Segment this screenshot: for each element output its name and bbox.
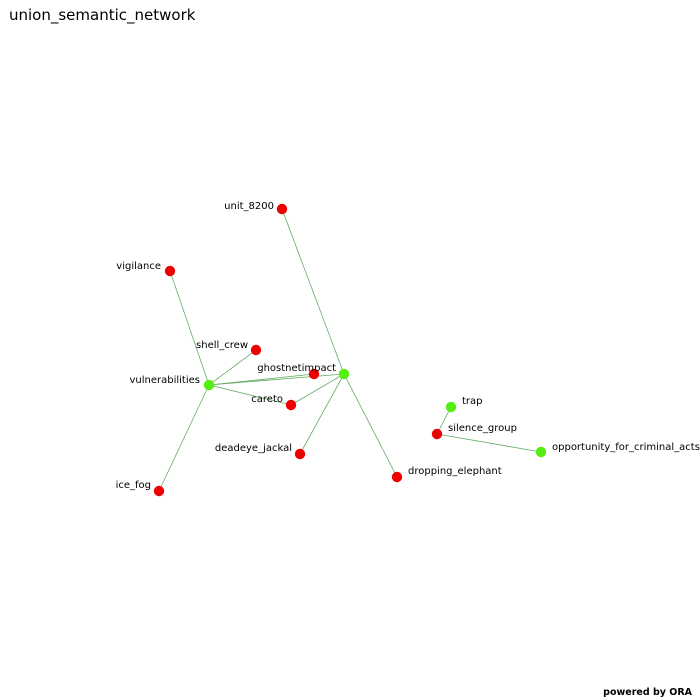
node-label: shell_crew <box>196 340 248 351</box>
node-ice-fog[interactable]: ice_fog <box>116 480 165 497</box>
node-dot[interactable] <box>203 379 215 391</box>
node-label: dropping_elephant <box>408 466 502 477</box>
node-dot[interactable] <box>285 399 297 411</box>
edge-hub2-dropping_elephant <box>343 373 398 478</box>
node-dot[interactable] <box>153 485 165 497</box>
node-opportunity-for-criminal-acts[interactable]: opportunity_for_criminal_acts <box>535 442 700 458</box>
node-hub2[interactable] <box>338 368 350 380</box>
node-deadeye-jackal[interactable]: deadeye_jackal <box>215 443 306 460</box>
node-dot[interactable] <box>276 203 288 215</box>
node-label: careto <box>251 394 283 405</box>
node-label: unit_8200 <box>224 201 274 212</box>
edge-silence_group-opportunity_for_criminal_acts <box>436 433 542 453</box>
node-dot[interactable] <box>445 401 457 413</box>
node-unit-8200[interactable]: unit_8200 <box>224 201 288 215</box>
node-dot[interactable] <box>391 471 403 483</box>
edge-vulnerabilities-hub2 <box>208 373 345 386</box>
node-label: opportunity_for_criminal_acts <box>552 442 700 453</box>
edge-vulnerabilities-shell_crew <box>208 349 257 386</box>
edge-hub2-unit_8200 <box>281 208 345 375</box>
node-trap[interactable]: trap <box>445 396 483 413</box>
network-title: union_semantic_network <box>9 6 196 24</box>
powered-by-label: powered by ORA <box>603 687 692 698</box>
node-careto[interactable]: careto <box>251 394 297 411</box>
node-dropping-elephant[interactable]: dropping_elephant <box>391 466 502 483</box>
node-dot[interactable] <box>338 368 350 380</box>
node-dot[interactable] <box>308 368 320 380</box>
edge-vulnerabilities-ice_fog <box>158 384 210 492</box>
node-vigilance[interactable]: vigilance <box>116 261 176 277</box>
node-silence-group[interactable]: silence_group <box>431 423 517 440</box>
node-label: vigilance <box>116 261 161 272</box>
node-label: vulnerabilities <box>129 375 200 386</box>
nodes-layer: unit_8200 vigilance shell_crew ghostnetimpa… <box>116 201 700 497</box>
node-dot[interactable] <box>250 344 262 356</box>
edge-hub2-deadeye_jackal <box>299 373 345 455</box>
node-label: trap <box>462 396 483 407</box>
node-dot[interactable] <box>431 428 443 440</box>
node-dot[interactable] <box>294 448 306 460</box>
edge-vulnerabilities-careto <box>208 384 292 406</box>
edge-vulnerabilities-vigilance <box>169 270 210 386</box>
edge-vulnerabilities-ghostnetimpact <box>208 373 315 386</box>
node-label: ice_fog <box>116 480 151 491</box>
node-label: silence_group <box>448 423 517 434</box>
node-vulnerabilities[interactable]: vulnerabilities <box>129 375 215 391</box>
node-label: deadeye_jackal <box>215 443 292 454</box>
node-dot[interactable] <box>535 446 547 458</box>
node-ghostnetimpact[interactable]: ghostnetimpact <box>257 363 336 380</box>
node-label: ghostnetimpact <box>257 363 336 374</box>
node-dot[interactable] <box>164 265 176 277</box>
node-shell-crew[interactable]: shell_crew <box>196 340 262 356</box>
edge-hub2-careto <box>290 373 345 406</box>
